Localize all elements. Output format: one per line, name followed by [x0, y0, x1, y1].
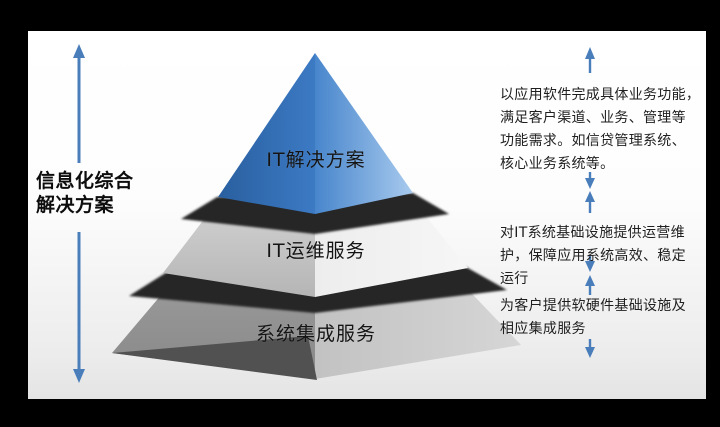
down-arrow-icon [73, 369, 85, 383]
tier-bottom-underside-shadow [112, 336, 317, 380]
down-arrowhead-icon [585, 347, 595, 358]
left-axis-label-line1: 信息化综合 [36, 170, 134, 192]
up-arrowhead-icon [585, 47, 595, 59]
up-arrowhead-icon [585, 191, 595, 202]
annotation-block-1: 以应用软件完成具体业务功能， 满足客户渠道、业务、管理等 功能需求。如信贷管理系… [500, 84, 712, 176]
tier-top-label: IT解决方案 [266, 149, 366, 171]
down-arrowhead-icon [585, 261, 595, 272]
annotation-line: 护，保障应用系统高效、稳定 [500, 248, 686, 264]
annotation-line: 对IT系统基础设施提供运营维 [500, 225, 685, 241]
tier-middle-left-face [163, 218, 315, 297]
annotation-line: 相应集成服务 [500, 321, 586, 337]
tier-bottom-label: 系统集成服务 [255, 323, 376, 345]
annotation-block-2: 对IT系统基础设施提供运营维 护，保障应用系统高效、稳定 运行 [500, 222, 712, 291]
tier-middle-right-face [315, 214, 468, 297]
up-arrowhead-icon [585, 275, 595, 286]
left-span-arrow [73, 44, 85, 383]
annotation-line: 为客户提供软硬件基础设施及 [500, 298, 686, 314]
annotation-line: 运行 [500, 271, 529, 287]
pyramid-tier-top [218, 53, 413, 214]
tier-top-right-face [315, 53, 413, 214]
pyramid-tier-middle [163, 214, 468, 297]
tier-top-left-face [218, 53, 315, 214]
down-arrowhead-icon [585, 178, 595, 189]
annotation-block-3: 为客户提供软硬件基础设施及 相应集成服务 [500, 295, 712, 341]
annotation-line: 满足客户渠道、业务、管理等 [500, 110, 686, 126]
annotation-line: 以应用软件完成具体业务功能， [500, 87, 701, 103]
left-axis-label-line2: 解决方案 [36, 194, 115, 216]
left-axis-label: 信息化综合 解决方案 [36, 169, 146, 217]
tier-middle-label: IT运维服务 [266, 240, 366, 262]
up-arrow-icon [73, 44, 85, 58]
annotation-line: 功能需求。如信贷管理系统、 [500, 133, 686, 149]
annotation-line: 核心业务系统等。 [500, 156, 615, 172]
annotation-arrows [585, 47, 595, 358]
